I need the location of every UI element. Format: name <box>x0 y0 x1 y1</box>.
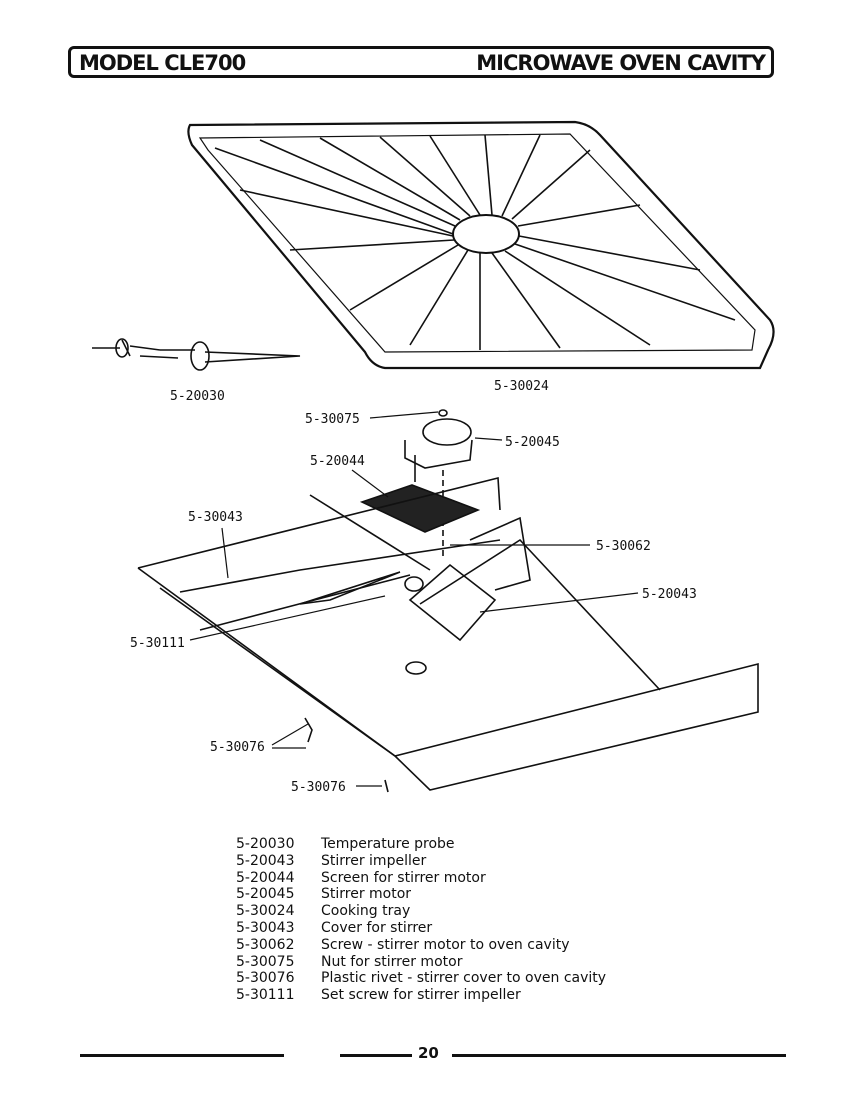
model-title: MODEL CLE700 <box>79 51 246 75</box>
callout-5-30111: 5-30111 <box>130 636 185 651</box>
cooking-tray-illustration <box>187 120 775 370</box>
footer-rule-left <box>80 1054 284 1057</box>
callout-5-20044: 5-20044 <box>310 454 365 469</box>
callout-5-30043: 5-30043 <box>188 510 243 525</box>
stirrer-motor-illustration <box>404 409 473 560</box>
leader-lines <box>189 411 639 787</box>
motor-screen-illustration <box>359 484 481 533</box>
callout-5-30024: 5-30024 <box>494 379 549 394</box>
callout-5-20043: 5-20043 <box>642 587 697 602</box>
oven-cavity-illustration <box>137 476 759 793</box>
footer-rule-right <box>452 1054 786 1057</box>
section-title: MICROWAVE OVEN CAVITY <box>476 51 766 75</box>
callout-5-20030: 5-20030 <box>170 389 225 404</box>
temperature-probe-illustration <box>92 338 301 371</box>
footer-rule-mid <box>340 1054 412 1057</box>
page-number: 20 <box>418 1044 439 1062</box>
title-bar: MODEL CLE700 MICROWAVE OVEN CAVITY <box>68 46 774 78</box>
callout-5-30062: 5-30062 <box>596 539 651 554</box>
callout-5-30075: 5-30075 <box>305 412 360 427</box>
callout-5-20045: 5-20045 <box>505 435 560 450</box>
callout-5-30076-lower: 5-30076 <box>291 780 346 795</box>
callout-5-30076-upper: 5-30076 <box>210 740 265 755</box>
